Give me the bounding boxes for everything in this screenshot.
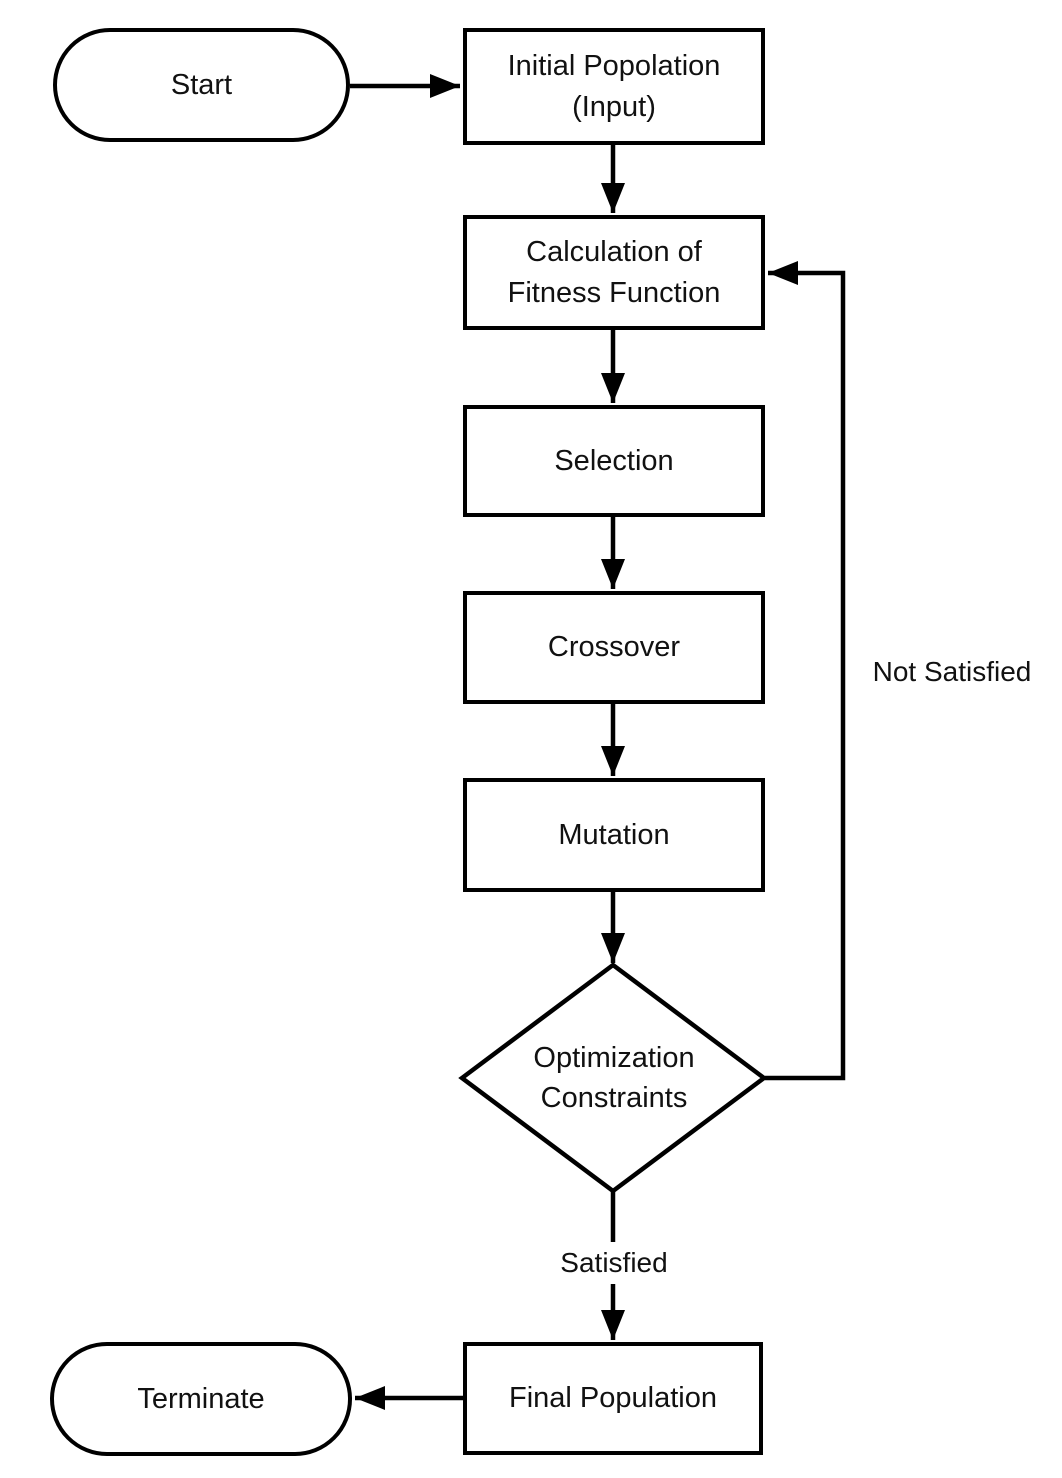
initial-population-node: Initial Popolation (Input) <box>463 28 765 145</box>
fitness-function-label: Calculation of Fitness Function <box>507 236 721 309</box>
not-satisfied-edge-label: Not Satisfied <box>850 650 1054 694</box>
arrow-constraints-to-fitness-feedback <box>765 261 846 1081</box>
initial-population-label: Initial Popolation (Input) <box>507 50 721 123</box>
terminate-label: Terminate <box>137 1382 265 1415</box>
final-population-label: Final Population <box>509 1382 717 1415</box>
final-population-node: Final Population <box>463 1342 763 1455</box>
decision-diamond-shape <box>458 962 768 1194</box>
terminate-node: Terminate <box>50 1342 352 1456</box>
mutation-label: Mutation <box>558 818 670 851</box>
optimization-constraints-label: Optimization Constraints <box>533 1041 695 1114</box>
fitness-function-node: Calculation of Fitness Function <box>463 215 765 330</box>
mutation-node: Mutation <box>463 778 765 892</box>
optimization-constraints-node: Optimization Constraints <box>463 1018 765 1138</box>
start-label: Start <box>170 68 233 101</box>
start-node: Start <box>53 28 350 142</box>
crossover-label: Crossover <box>547 631 681 664</box>
satisfied-edge-label: Satisfied <box>538 1242 690 1284</box>
crossover-node: Crossover <box>463 591 765 704</box>
selection-label: Selection <box>554 444 674 477</box>
selection-node: Selection <box>463 405 765 517</box>
